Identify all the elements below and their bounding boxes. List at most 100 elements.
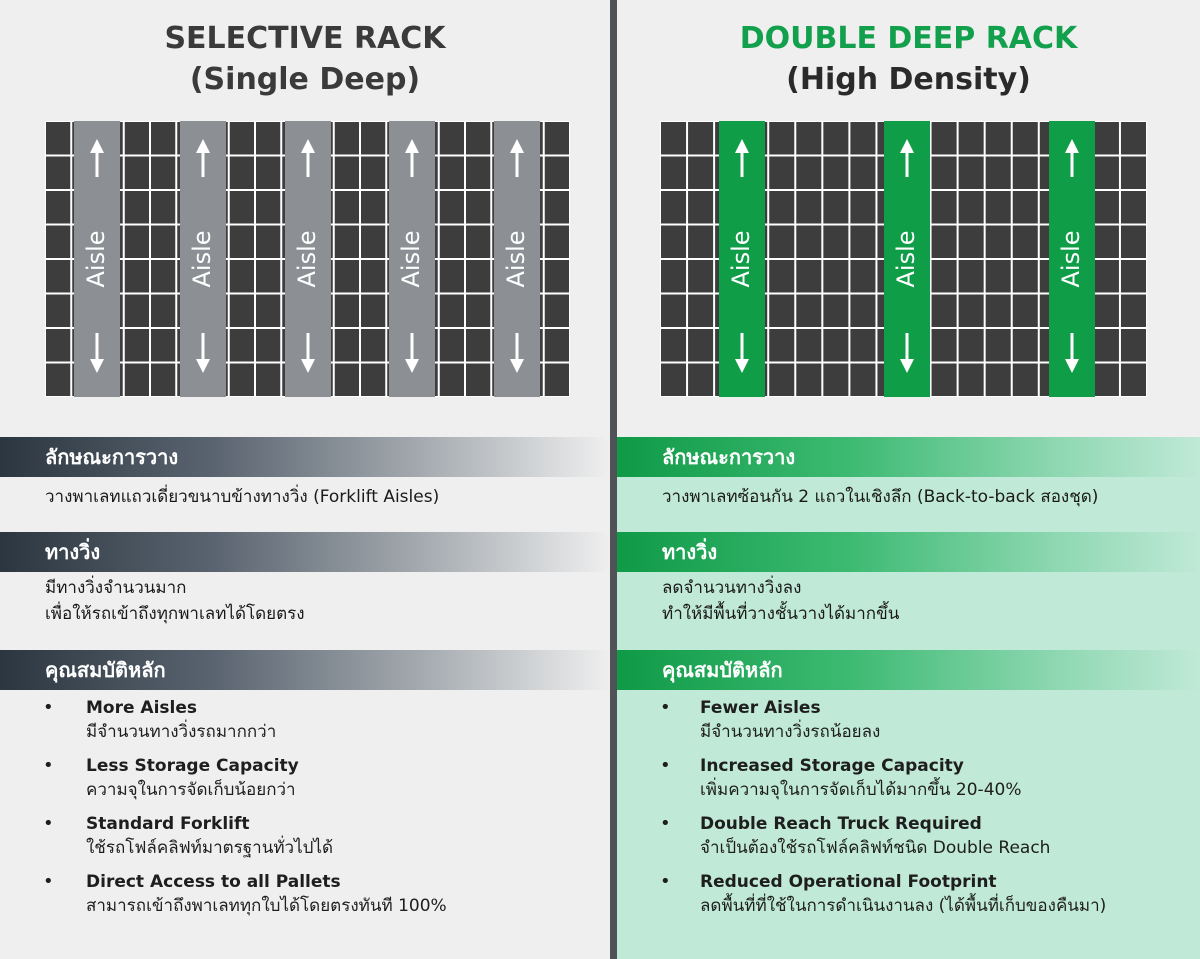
pallet-cell [46, 260, 71, 293]
pallet-cell [688, 294, 714, 327]
bullet-icon: • [43, 697, 54, 718]
section-heading-placement: ลักษณะการวาง [0, 437, 610, 477]
pallet-cell [229, 294, 254, 327]
pallet-cell [466, 294, 491, 327]
pallet-cell [1120, 260, 1146, 293]
feature-title: Reduced Operational Footprint [700, 872, 997, 892]
feature-list: • More Aisles มีจำนวนทางวิ่งรถมากกว่า • … [0, 696, 610, 928]
section-heading-placement: ลักษณะการวาง [617, 437, 1200, 477]
pallet-cell [256, 363, 281, 396]
pallet-cell [229, 191, 254, 224]
pallet-cell [229, 225, 254, 258]
pallet-cell [661, 156, 687, 189]
pallet-cell [544, 260, 569, 293]
pallet-cell [823, 329, 849, 362]
pallet-cell [439, 191, 464, 224]
pallet-cell [1093, 156, 1119, 189]
pallet-cell [256, 156, 281, 189]
text-line: วางพาเลทแถวเดี่ยวขนาบข้างทางวิ่ง (Forkli… [45, 487, 440, 507]
feature-item: • Double Reach Truck Required จำเป็นต้อง… [617, 812, 1200, 870]
pallet-cell [46, 294, 71, 327]
pallet-cell [958, 225, 984, 258]
pallet-cell [823, 294, 849, 327]
feature-subtitle: เพิ่มความจุในการจัดเก็บได้มากขึ้น 20-40% [700, 780, 1022, 800]
up-arrowhead-icon [900, 139, 914, 153]
pallet-cell [151, 156, 176, 189]
pallet-cell [661, 329, 687, 362]
pallet-cell [1093, 225, 1119, 258]
pallet-cell [985, 260, 1011, 293]
pallet-cell [256, 225, 281, 258]
pallet-cell [661, 260, 687, 293]
pallet-cell [958, 122, 984, 155]
pallet-cell [361, 363, 386, 396]
pallet-cell [796, 156, 822, 189]
aisle-label: Aisle [82, 230, 110, 287]
up-arrowhead-icon [196, 139, 210, 153]
pallet-cell [688, 329, 714, 362]
pallet-cell [661, 294, 687, 327]
section-text-aisles: มีทางวิ่งจำนวนมาก เพื่อให้รถเข้าถึงทุกพา… [45, 575, 305, 627]
pallet-cell [334, 156, 359, 189]
section-heading-key-features: คุณสมบัติหลัก [0, 650, 610, 690]
pallet-cell [769, 191, 795, 224]
pallet-cell [151, 191, 176, 224]
pallet-cell [544, 329, 569, 362]
pallet-cell [985, 329, 1011, 362]
aisle: Aisle [285, 121, 331, 397]
pallet-cell [466, 122, 491, 155]
pallet-cell [1120, 329, 1146, 362]
pallet-cell [823, 122, 849, 155]
feature-item: • Less Storage Capacity ความจุในการจัดเก… [0, 754, 610, 812]
pallet-cell [769, 329, 795, 362]
pallet-cell [931, 191, 957, 224]
pallet-cell [688, 191, 714, 224]
pallet-cell [661, 363, 687, 396]
down-arrowhead-icon [510, 359, 524, 373]
pallet-cell [334, 225, 359, 258]
pallet-cell [256, 329, 281, 362]
pallet-cell [769, 225, 795, 258]
pallet-cell [850, 260, 876, 293]
pallet-cell [958, 294, 984, 327]
aisle-label: Aisle [293, 230, 321, 287]
pallet-cell [931, 225, 957, 258]
pallet-cell [361, 294, 386, 327]
section-heading-key-features: คุณสมบัติหลัก [617, 650, 1200, 690]
bullet-icon: • [43, 871, 54, 892]
pallet-cell [931, 122, 957, 155]
up-arrowhead-icon [90, 139, 104, 153]
pallet-cell [1012, 294, 1038, 327]
pallet-cell [1120, 156, 1146, 189]
pallet-cell [931, 363, 957, 396]
pallet-cell [1093, 122, 1119, 155]
pallet-cell [769, 156, 795, 189]
pallet-cell [850, 156, 876, 189]
aisle: Aisle [74, 121, 120, 397]
pallet-cell [439, 294, 464, 327]
up-arrowhead-icon [510, 139, 524, 153]
feature-title: Standard Forklift [86, 814, 250, 834]
pallet-cell [931, 294, 957, 327]
pallet-cell [1120, 191, 1146, 224]
pallet-cell [466, 191, 491, 224]
pallet-cell [151, 260, 176, 293]
pallet-cell [544, 156, 569, 189]
aisle-label: Aisle [502, 230, 530, 287]
pallet-cell [46, 363, 71, 396]
text-line: เพื่อให้รถเข้าถึงทุกพาเลทได้โดยตรง [45, 604, 305, 624]
pallet-cell [124, 363, 149, 396]
pallet-cell [151, 294, 176, 327]
pallet-cell [985, 191, 1011, 224]
pallet-cell [1012, 260, 1038, 293]
pallet-cell [931, 156, 957, 189]
feature-subtitle: มีจำนวนทางวิ่งรถน้อยลง [700, 722, 881, 742]
pallet-cell [361, 225, 386, 258]
pallet-cell [544, 225, 569, 258]
pallet-cell [544, 191, 569, 224]
panel-subtitle: (Single Deep) [189, 62, 421, 97]
down-arrowhead-icon [900, 359, 914, 373]
pallet-cell [229, 156, 254, 189]
pallet-cell [229, 363, 254, 396]
